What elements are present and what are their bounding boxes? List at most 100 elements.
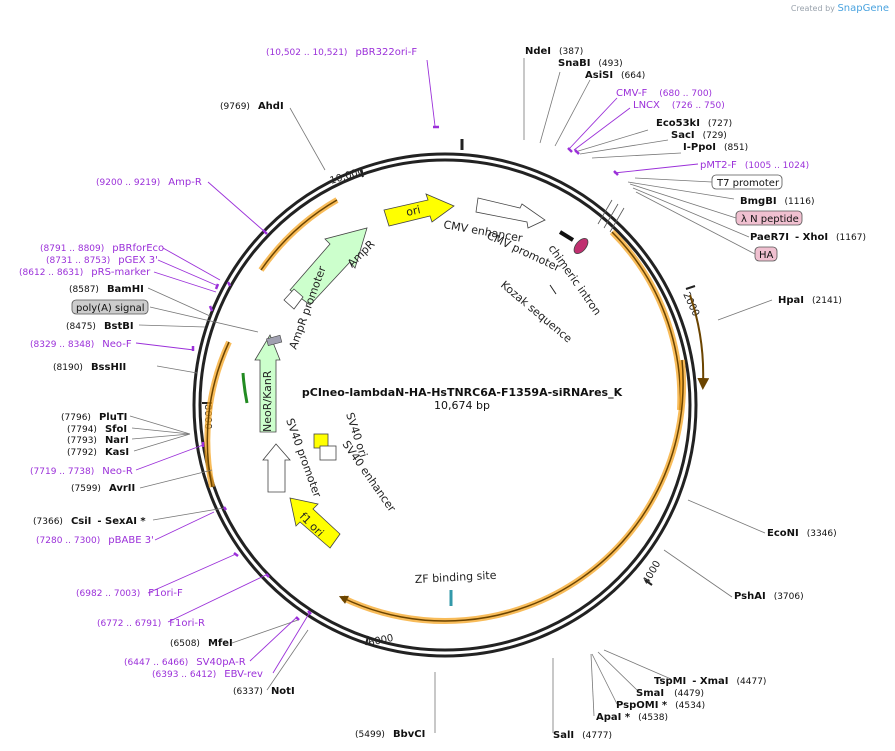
svg-text:TspMI- XmaI(4477): TspMI- XmaI(4477) bbox=[654, 676, 766, 687]
enzyme-name: MfeI bbox=[208, 638, 233, 649]
chimeric-intron-bar bbox=[558, 230, 575, 242]
primer-name: pBR322ori-F bbox=[355, 47, 417, 58]
enzyme-pos: (9769) bbox=[220, 102, 250, 112]
t7-promoter-box: T7 promoter bbox=[634, 174, 783, 190]
enzyme-pos: (387) bbox=[559, 47, 583, 57]
ori-label: ori bbox=[405, 203, 422, 219]
primer-name: pRS-marker bbox=[91, 267, 151, 278]
enzyme-name: BmgBI bbox=[740, 196, 777, 207]
enzyme-pos: (851) bbox=[724, 143, 748, 153]
enzyme-name: EcoNI bbox=[767, 528, 799, 539]
f1-ori-arrow bbox=[289, 497, 341, 549]
svg-text:(10,502 .. 10,521)pBR322ori-F: (10,502 .. 10,521) pBR322ori-F bbox=[266, 47, 417, 58]
primer-range: (8612 .. 8631) bbox=[19, 268, 83, 278]
enzyme-name: PspOMI * bbox=[616, 700, 668, 711]
enzyme-pos: (7599) bbox=[71, 484, 101, 494]
svg-text:(6337)NotI: (6337)NotI bbox=[233, 686, 295, 697]
enzyme-pos: (1167) bbox=[836, 233, 866, 243]
enzyme-name: AhdI bbox=[258, 101, 284, 112]
enzyme-name: SacI bbox=[671, 130, 695, 141]
primer-range: (726 .. 750) bbox=[672, 101, 725, 111]
enzyme-pos: (4534) bbox=[675, 701, 705, 711]
ruler-tick-label: 4000 bbox=[641, 559, 663, 587]
enzyme-pos: (3706) bbox=[774, 592, 804, 602]
enzyme-extra: - XhoI bbox=[795, 232, 828, 243]
primer-range: (1005 .. 1024) bbox=[745, 161, 809, 171]
primer-range: (8731 .. 8753) bbox=[46, 256, 110, 266]
enzyme-name: NarI bbox=[105, 435, 129, 446]
svg-text:ApaI *(4538): ApaI *(4538) bbox=[596, 712, 668, 723]
neor-label: NeoR/KanR bbox=[261, 370, 274, 432]
ruler-tick-label: 2000 bbox=[680, 291, 701, 319]
ha-box: HA bbox=[635, 191, 778, 262]
sv40-enhancer-box bbox=[319, 445, 337, 461]
primer-range: (6447 .. 6466) bbox=[124, 658, 188, 668]
plasmid-name: pCIneo-lambdaN-HA-HsTNRC6A-F1359A-siRNAr… bbox=[302, 386, 623, 399]
enzyme-name: TspMI bbox=[654, 676, 686, 687]
primer-name: pBABE 3' bbox=[108, 535, 154, 546]
center-title: pCIneo-lambdaN-HA-HsTNRC6A-F1359A-siRNAr… bbox=[302, 386, 623, 412]
svg-text:(6447 .. 6466)SV40pA-R: (6447 .. 6466)SV40pA-R bbox=[124, 657, 246, 668]
ha-label: HA bbox=[759, 250, 774, 261]
enzyme-pos: (7793) bbox=[67, 436, 97, 446]
svg-text:PaeR7I- XhoI(1167): PaeR7I- XhoI(1167) bbox=[750, 232, 866, 243]
svg-text:(7280 .. 7300)pBABE 3': (7280 .. 7300)pBABE 3' bbox=[36, 535, 154, 546]
svg-text:PshAI(3706): PshAI (3706) bbox=[734, 591, 804, 602]
enzyme-extra: - SexAI * bbox=[97, 516, 146, 527]
t7-promoter-label: T7 promoter bbox=[716, 178, 780, 189]
feature-marks bbox=[597, 199, 625, 233]
enzyme-pos: (4777) bbox=[582, 731, 612, 741]
svg-text:(8190)BssHII: (8190)BssHII bbox=[53, 362, 126, 373]
svg-text:HpaI(2141): HpaI(2141) bbox=[778, 295, 842, 306]
enzyme-name: PshAI bbox=[734, 591, 766, 602]
enzyme-labels: NdeI(387) SnaBI(493) AsiSI(664) Eco53kI(… bbox=[33, 46, 866, 741]
primer-name: LNCX bbox=[633, 100, 660, 111]
enzyme-name: BssHII bbox=[91, 362, 126, 373]
primer-name: Neo-F bbox=[102, 339, 132, 350]
svg-text:pMT2-F(1005 .. 1024): pMT2-F (1005 .. 1024) bbox=[700, 160, 809, 171]
enzyme-name: BamHI bbox=[107, 284, 144, 295]
primer-range: (8791 .. 8809) bbox=[40, 244, 104, 254]
snapgene-watermark: Created by SnapGene bbox=[790, 3, 889, 14]
enzyme-name: HpaI bbox=[778, 295, 804, 306]
lambda-n-box: λ N peptide bbox=[629, 183, 803, 226]
enzyme-leader-lines bbox=[129, 58, 773, 733]
svg-text:EcoNI(3346): EcoNI(3346) bbox=[767, 528, 837, 539]
svg-text:NdeI(387): NdeI(387) bbox=[525, 46, 583, 57]
primer-range: (10,502 .. 10,521) bbox=[266, 48, 347, 58]
intron-marker bbox=[573, 237, 589, 255]
primer-name: pMT2-F bbox=[700, 160, 737, 171]
plasmid-size: 10,674 bp bbox=[434, 399, 490, 412]
svg-text:AsiSI(664): AsiSI(664) bbox=[585, 70, 645, 81]
primer-range: (8329 .. 8348) bbox=[30, 340, 94, 350]
svg-text:(7719 .. 7738)Neo-R: (7719 .. 7738)Neo-R bbox=[30, 466, 133, 477]
primer-labels: (10,502 .. 10,521)pBR322ori-F CMV-F(680 … bbox=[19, 47, 809, 680]
svg-text:(8731 .. 8753)pGEX 3': (8731 .. 8753)pGEX 3' bbox=[46, 255, 158, 266]
svg-text:(8791 .. 8809)pBRforEco: (8791 .. 8809)pBRforEco bbox=[40, 243, 164, 254]
svg-text:(5499)BbvCI: (5499)BbvCI bbox=[355, 729, 425, 740]
svg-text:(8329 .. 8348)Neo-F: (8329 .. 8348) Neo-F bbox=[30, 339, 132, 350]
primer-range: (680 .. 700) bbox=[659, 89, 712, 99]
enzyme-pos: (8587) bbox=[69, 285, 99, 295]
enzyme-name: SalI bbox=[553, 730, 574, 741]
enzyme-pos: (6508) bbox=[170, 639, 200, 649]
svg-text:PspOMI *(4534): PspOMI * (4534) bbox=[616, 700, 705, 711]
enzyme-name: Eco53kI bbox=[656, 118, 700, 129]
enzyme-pos: (493) bbox=[598, 59, 622, 69]
ampr-promoter-arrow bbox=[283, 288, 304, 310]
svg-text:I-PpoI(851): I-PpoI(851) bbox=[683, 142, 748, 153]
enzyme-name: PluTI bbox=[99, 412, 127, 423]
primer-name: Neo-R bbox=[102, 466, 133, 477]
enzyme-pos: (729) bbox=[703, 131, 727, 141]
svg-text:LNCX(726 .. 750): LNCX (726 .. 750) bbox=[633, 100, 725, 111]
sv40-promoter-arrow bbox=[262, 443, 291, 493]
enzyme-extra: - XmaI bbox=[692, 676, 728, 687]
polya-signal-box: poly(A) signal bbox=[71, 299, 149, 315]
enzyme-pos: (7792) bbox=[67, 448, 97, 458]
sv40-promoter-label: SV40 promoter bbox=[283, 417, 324, 500]
neor-small-box bbox=[266, 334, 283, 347]
polya-signal-label: poly(A) signal bbox=[76, 303, 145, 314]
ruler-tick-label: 10,000 bbox=[329, 166, 366, 187]
svg-text:(8475)BstBI: (8475)BstBI bbox=[66, 321, 134, 332]
primer-name: F1ori-F bbox=[148, 588, 183, 599]
